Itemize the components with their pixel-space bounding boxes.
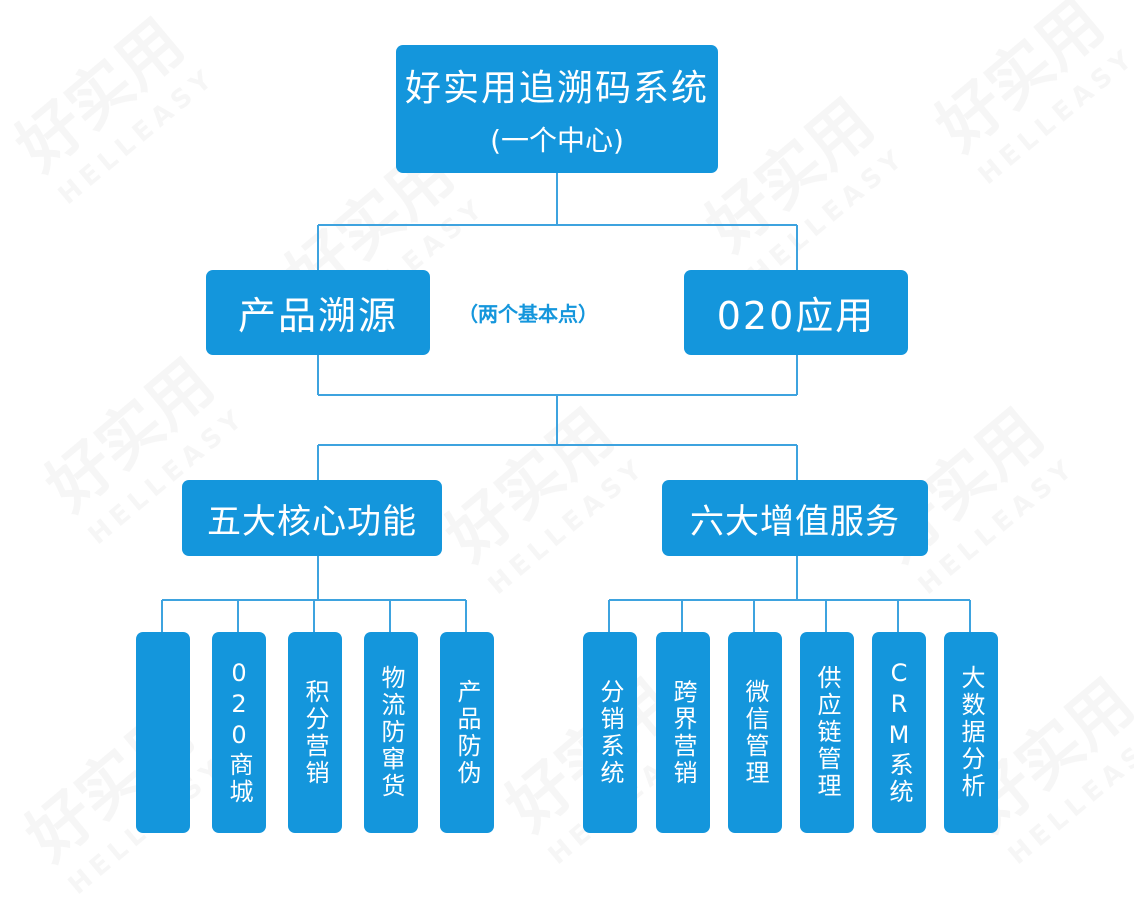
leaf-label: 分销系统 <box>596 678 624 787</box>
group-node-value-services: 六大增值服务 <box>662 480 928 556</box>
leaf-label: 供应链管理 <box>813 665 841 800</box>
group-node-core-functions: 五大核心功能 <box>182 480 442 556</box>
leaf-label: 大数据分析 <box>957 665 985 800</box>
root-node: 好实用追溯码系统 (一个中心) <box>396 45 718 173</box>
root-title: 好实用追溯码系统 <box>404 68 709 109</box>
leaf-label: 积分营销 <box>301 678 329 787</box>
leaf-label: 物流防窜货 <box>377 665 405 800</box>
basis-note: （两个基本点） <box>458 302 598 326</box>
leaf-label: 跨界营销 <box>669 678 697 787</box>
leaf-node: 微信管理 <box>728 632 782 833</box>
leaf-node: 大数据分析 <box>944 632 998 833</box>
leaf-node: 物流防窜货 <box>364 632 418 833</box>
leaf-label: CRM系统 <box>885 659 913 806</box>
leaf-node: 全部流程追溯 <box>136 632 266 833</box>
point-node-traceability: 产品溯源 <box>206 270 430 355</box>
leaf-node: 供应链管理 <box>800 632 854 833</box>
connector-lines <box>161 173 971 632</box>
leaf-label: 微信管理 <box>741 678 769 787</box>
leaf-node: 产品防伪 <box>440 632 494 833</box>
leaf-label: 020商城 <box>225 659 253 806</box>
leaf-node: 积分营销 <box>288 632 342 833</box>
point-node-o2o: 020应用 <box>684 270 908 355</box>
leaf-node: CRM系统 <box>872 632 926 833</box>
leaf-node: 020商城 <box>212 632 266 833</box>
leaf-node: 跨界营销 <box>656 632 710 833</box>
leaf-label: 产品防伪 <box>453 678 481 787</box>
root-subtitle: (一个中心) <box>490 124 624 157</box>
leaf-node: 分销系统 <box>583 632 637 833</box>
